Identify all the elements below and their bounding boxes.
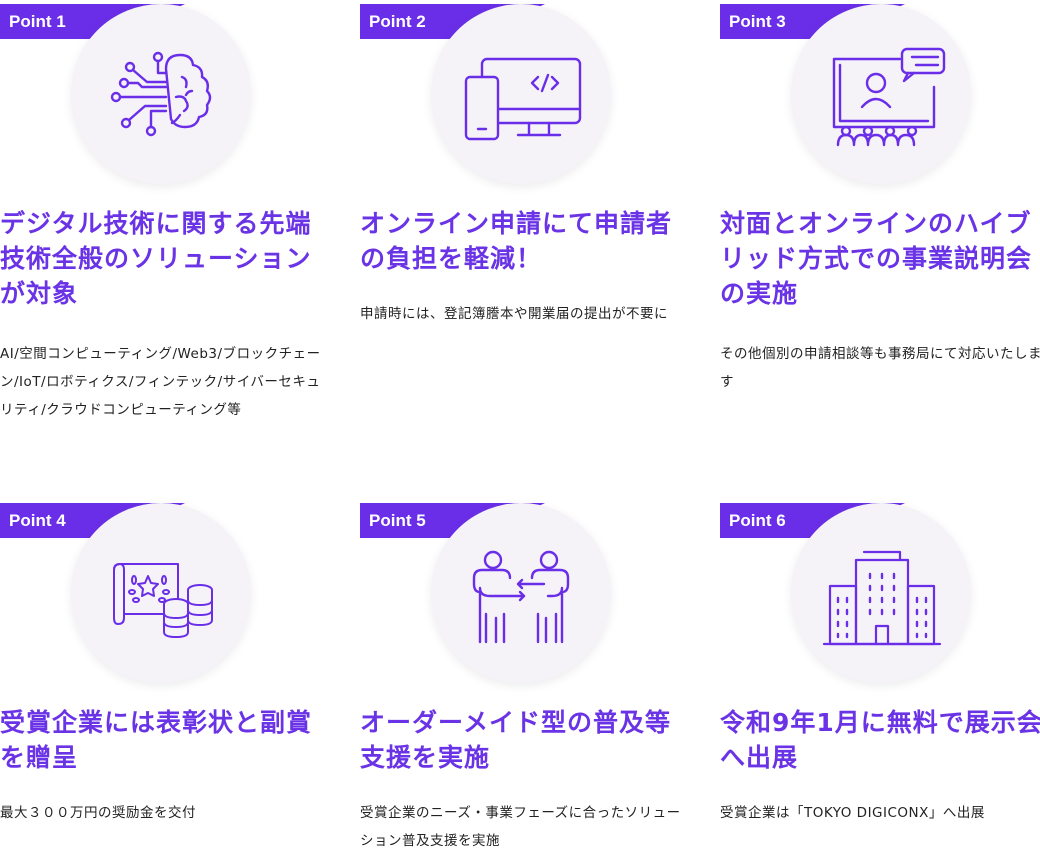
certificate-coins-icon — [113, 563, 213, 638]
icon-circle — [71, 4, 251, 184]
icon-circle — [791, 4, 971, 184]
point-description: AI/空間コンピューティング/Web3/ブロックチェーン/IoT/ロボティクス/… — [0, 346, 321, 418]
icon-circle — [791, 503, 971, 683]
point-title: 受賞企業には表彰状と副賞を贈呈 — [0, 708, 313, 772]
handover-people-icon — [472, 550, 570, 644]
point-card-5: Point 5 オーダーメイド型の普及等支援を実施 受賞企業のニーズ・事業フェー… — [360, 499, 690, 856]
presentation-audience-icon — [832, 47, 946, 147]
point-title: デジタル技術に関する先端技術全般のソリューションが対象 — [0, 209, 312, 308]
point-title: 対面とオンラインのハイブリッド方式での事業説明会の実施 — [720, 209, 1033, 308]
point-card-1: Point 1 デジタル技術に関する先端技術全般のソリューションが対象 AI/空… — [0, 0, 330, 460]
point-description: 最大３００万円の奨励金を交付 — [0, 805, 196, 821]
point-card-2: Point 2 オンライン申請にて申請者の負担を軽減！ 申請時には、登記簿謄本や… — [360, 0, 690, 460]
icon-circle — [431, 503, 611, 683]
point-description: 申請時には、登記簿謄本や開業届の提出が不要に — [360, 306, 668, 322]
icon-circle — [431, 4, 611, 184]
icon-circle — [71, 503, 251, 683]
brain-circuit-icon — [110, 51, 212, 137]
point-description: 受賞企業のニーズ・事業フェーズに合ったソリューション普及支援を実施 — [360, 805, 681, 849]
point-card-6: Point 6 令和9年1月に無料で展示会へ出展 受賞企業は「TOKYO DIG… — [720, 499, 1040, 856]
point-card-3: Point 3 対面とオンラインのハイブリッド方式での事業説明会の実施 その他個… — [720, 0, 1040, 460]
point-description: その他個別の申請相談等も事務局にて対応いたします — [720, 346, 1040, 390]
point-title: オンライン申請にて申請者の負担を軽減！ — [360, 209, 673, 273]
devices-code-icon — [464, 57, 582, 141]
point-title: 令和9年1月に無料で展示会へ出展 — [720, 708, 1040, 772]
point-card-4: Point 4 受賞企業には表彰状と副賞を贈呈 最大３００万円の奨励金を交付 — [0, 499, 330, 856]
point-description: 受賞企業は「TOKYO DIGICONX」へ出展 — [720, 805, 985, 821]
office-buildings-icon — [822, 550, 942, 646]
point-title: オーダーメイド型の普及等支援を実施 — [360, 708, 672, 772]
